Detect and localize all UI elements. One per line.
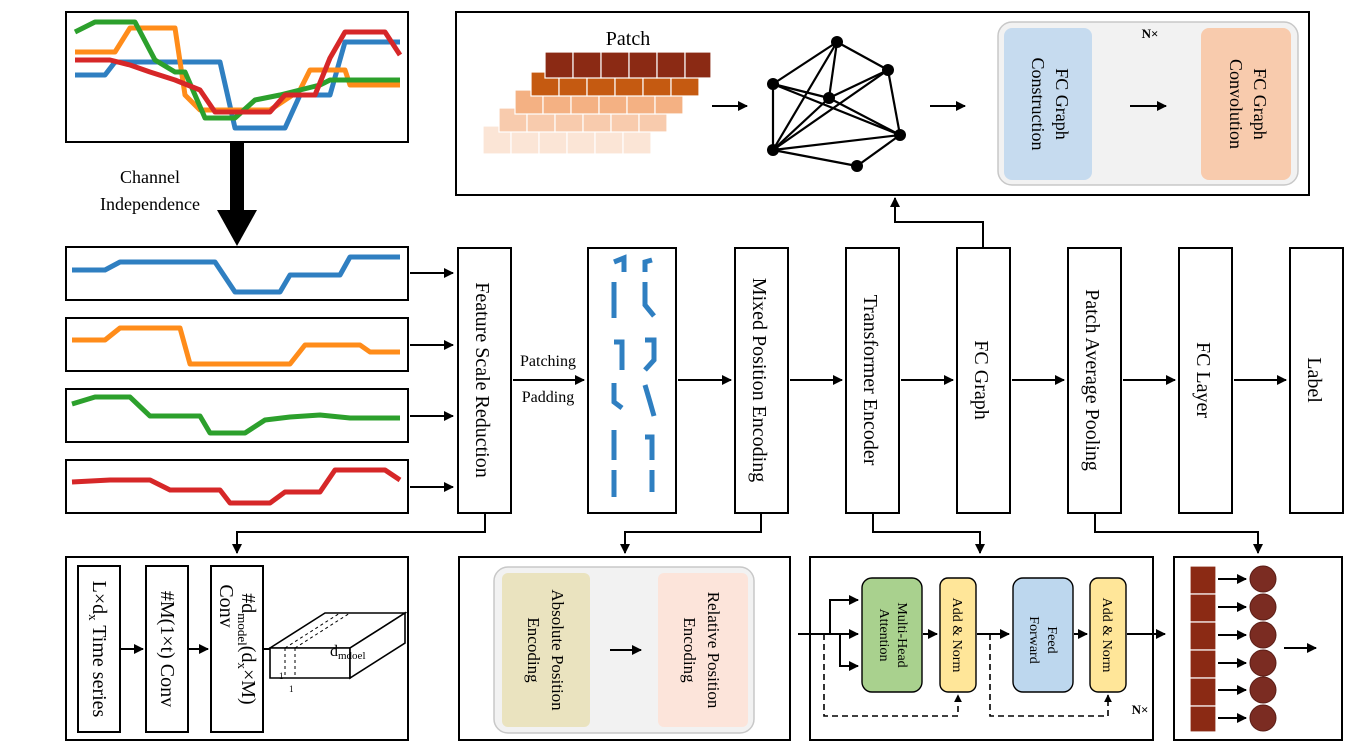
- feature-scale-reduction-block: Feature Scale Reduction: [457, 247, 512, 514]
- pooling-neurons: [1249, 565, 1277, 732]
- patch-segment-8: [642, 384, 657, 417]
- fc-graph-convolution-block: [1201, 28, 1291, 180]
- graph-network: [767, 36, 906, 172]
- tensor-dim-1b: 1: [289, 684, 294, 694]
- single-channel-green: [65, 388, 409, 443]
- transformer-encoder-label: Transformer Encoder: [859, 295, 881, 466]
- input-series-blue: [75, 39, 400, 131]
- label-block: Label: [1289, 247, 1344, 514]
- relative-position-encoding-l2: Encoding: [680, 617, 699, 683]
- fc-graph-block: FC Graph: [956, 247, 1011, 514]
- conv2-box: [210, 565, 264, 733]
- patch-segment-7: [611, 383, 624, 410]
- patch-segment-1: [613, 254, 627, 272]
- fc-graph-construction-block: [1004, 28, 1092, 180]
- fc-graph-convolution-label-l2: Convolution: [1226, 59, 1246, 149]
- output-tensor: [267, 611, 408, 680]
- patch-segment-2: [642, 257, 653, 272]
- transformer-encoder-detail: Multi-Head Attention Add & Norm Feed For…: [798, 556, 1166, 741]
- fc-graph-detail-panel: Patch: [455, 11, 1310, 196]
- conv1-label: #M(1×t) Conv: [156, 591, 178, 707]
- patch-title: Patch: [606, 28, 650, 50]
- absolute-position-encoding-l2: Encoding: [524, 617, 543, 683]
- single-channel-red: [65, 459, 409, 514]
- graph-ops-repeat: N×: [1142, 26, 1159, 41]
- multi-head-attention-block: [861, 577, 923, 693]
- single-channel-orange: [65, 317, 409, 372]
- feature-scale-reduction-detail: L×dx Time series #M(1×t) Conv #dmodel(dx…: [65, 556, 409, 741]
- pooling-input-column: [1189, 565, 1217, 733]
- label-block-label: Label: [1303, 357, 1325, 403]
- patch-segment-4: [642, 282, 656, 318]
- add-norm-label-2: Add & Norm: [1099, 598, 1114, 673]
- time-series-input-label: L×dx Time series: [86, 581, 110, 718]
- feed-forward-block: [1012, 577, 1074, 693]
- fc-graph-construction-label-l1: FC Graph: [1052, 68, 1072, 140]
- mixed-position-encoding-block: Mixed Position Encoding: [734, 247, 789, 514]
- patches-block: [587, 247, 677, 514]
- absolute-position-encoding-block: [502, 573, 590, 727]
- fc-graph-construction-label-l2: Construction: [1028, 58, 1048, 151]
- patch-average-pooling-label: Patch Average Pooling: [1081, 289, 1103, 471]
- feed-forward-l1: Feed: [1044, 626, 1059, 653]
- time-series-input-box: [77, 565, 121, 733]
- single-channel-blue: [65, 246, 409, 301]
- relative-position-encoding-block: [658, 573, 748, 727]
- fc-graph-convolution-label-l1: FC Graph: [1250, 68, 1270, 140]
- channel-independence-label-line2: Independence: [100, 194, 200, 214]
- add-norm-label-1: Add & Norm: [949, 598, 964, 673]
- add-norm-block-2: [1089, 577, 1127, 693]
- fc-layer-block: FC Layer: [1178, 247, 1233, 514]
- patch-segment-5: [614, 339, 625, 370]
- channel-independence-arrow: [217, 142, 257, 246]
- padding-label: Padding: [522, 389, 574, 406]
- relative-position-encoding-l1: Relative Position: [704, 592, 723, 709]
- tensor-dim-label: dmdoel: [330, 643, 366, 662]
- input-series-red: [75, 29, 403, 115]
- add-norm-block-1: [939, 577, 977, 693]
- mixed-position-encoding-detail: Absolute Position Encoding Relative Posi…: [458, 556, 791, 741]
- patching-label: Patching: [520, 353, 576, 370]
- multi-head-attention-l2: Attention: [876, 609, 891, 662]
- patch-segment-6: [643, 337, 657, 372]
- conv2-label: #dmodel(dx×M): [235, 593, 259, 704]
- fc-graph-label: FC Graph: [970, 340, 992, 419]
- absolute-position-encoding-l1: Absolute Position: [548, 589, 567, 711]
- feed-forward-l2: Forward: [1026, 616, 1041, 663]
- feature-scale-reduction-label: Feature Scale Reduction: [471, 282, 493, 478]
- tensor-dim-1a: 1: [279, 671, 284, 681]
- conv2-label-line2: Conv: [215, 584, 237, 627]
- conv1-box: [145, 565, 189, 733]
- patch-average-pooling-detail: [1173, 556, 1343, 741]
- mixed-position-encoding-label: Mixed Position Encoding: [748, 278, 770, 482]
- encoder-repeat-label: N×: [1132, 702, 1149, 717]
- transformer-encoder-block: Transformer Encoder: [845, 247, 900, 514]
- channel-independence-label-line1: Channel: [120, 167, 180, 187]
- fc-layer-label: FC Layer: [1192, 342, 1214, 418]
- patch-average-pooling-block: Patch Average Pooling: [1067, 247, 1122, 514]
- multivariate-input-panel: [65, 11, 409, 143]
- multi-head-attention-l1: Multi-Head: [894, 602, 909, 667]
- patch-stack: [482, 51, 712, 155]
- patch-segment-10: [645, 434, 655, 460]
